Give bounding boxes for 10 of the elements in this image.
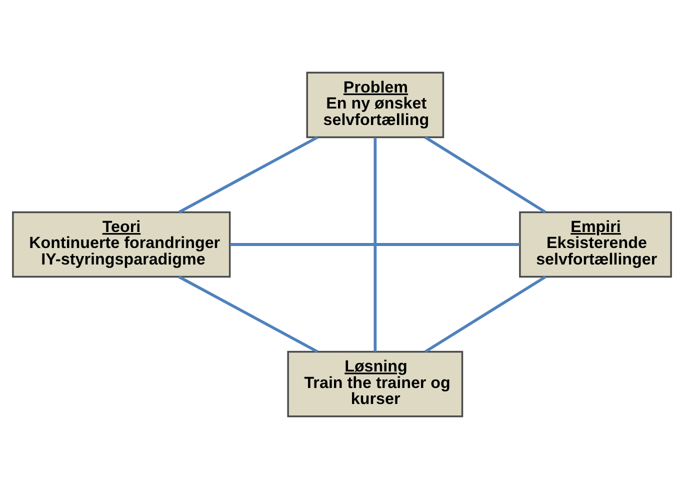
connector (424, 276, 546, 353)
node-box: Problem En ny ønsket selvfortælling (306, 72, 444, 138)
node-box: Empiri Eksisterende selvfortællinger (519, 211, 672, 278)
connector (374, 137, 377, 352)
connector (178, 136, 318, 214)
connector (178, 276, 318, 353)
node-box: Løsning Train the trainer og kurser (287, 350, 464, 418)
connector (424, 136, 546, 214)
connector (230, 243, 520, 246)
node-box: Teori Kontinuerte forandringer IY-styringsparadigme (12, 211, 231, 278)
